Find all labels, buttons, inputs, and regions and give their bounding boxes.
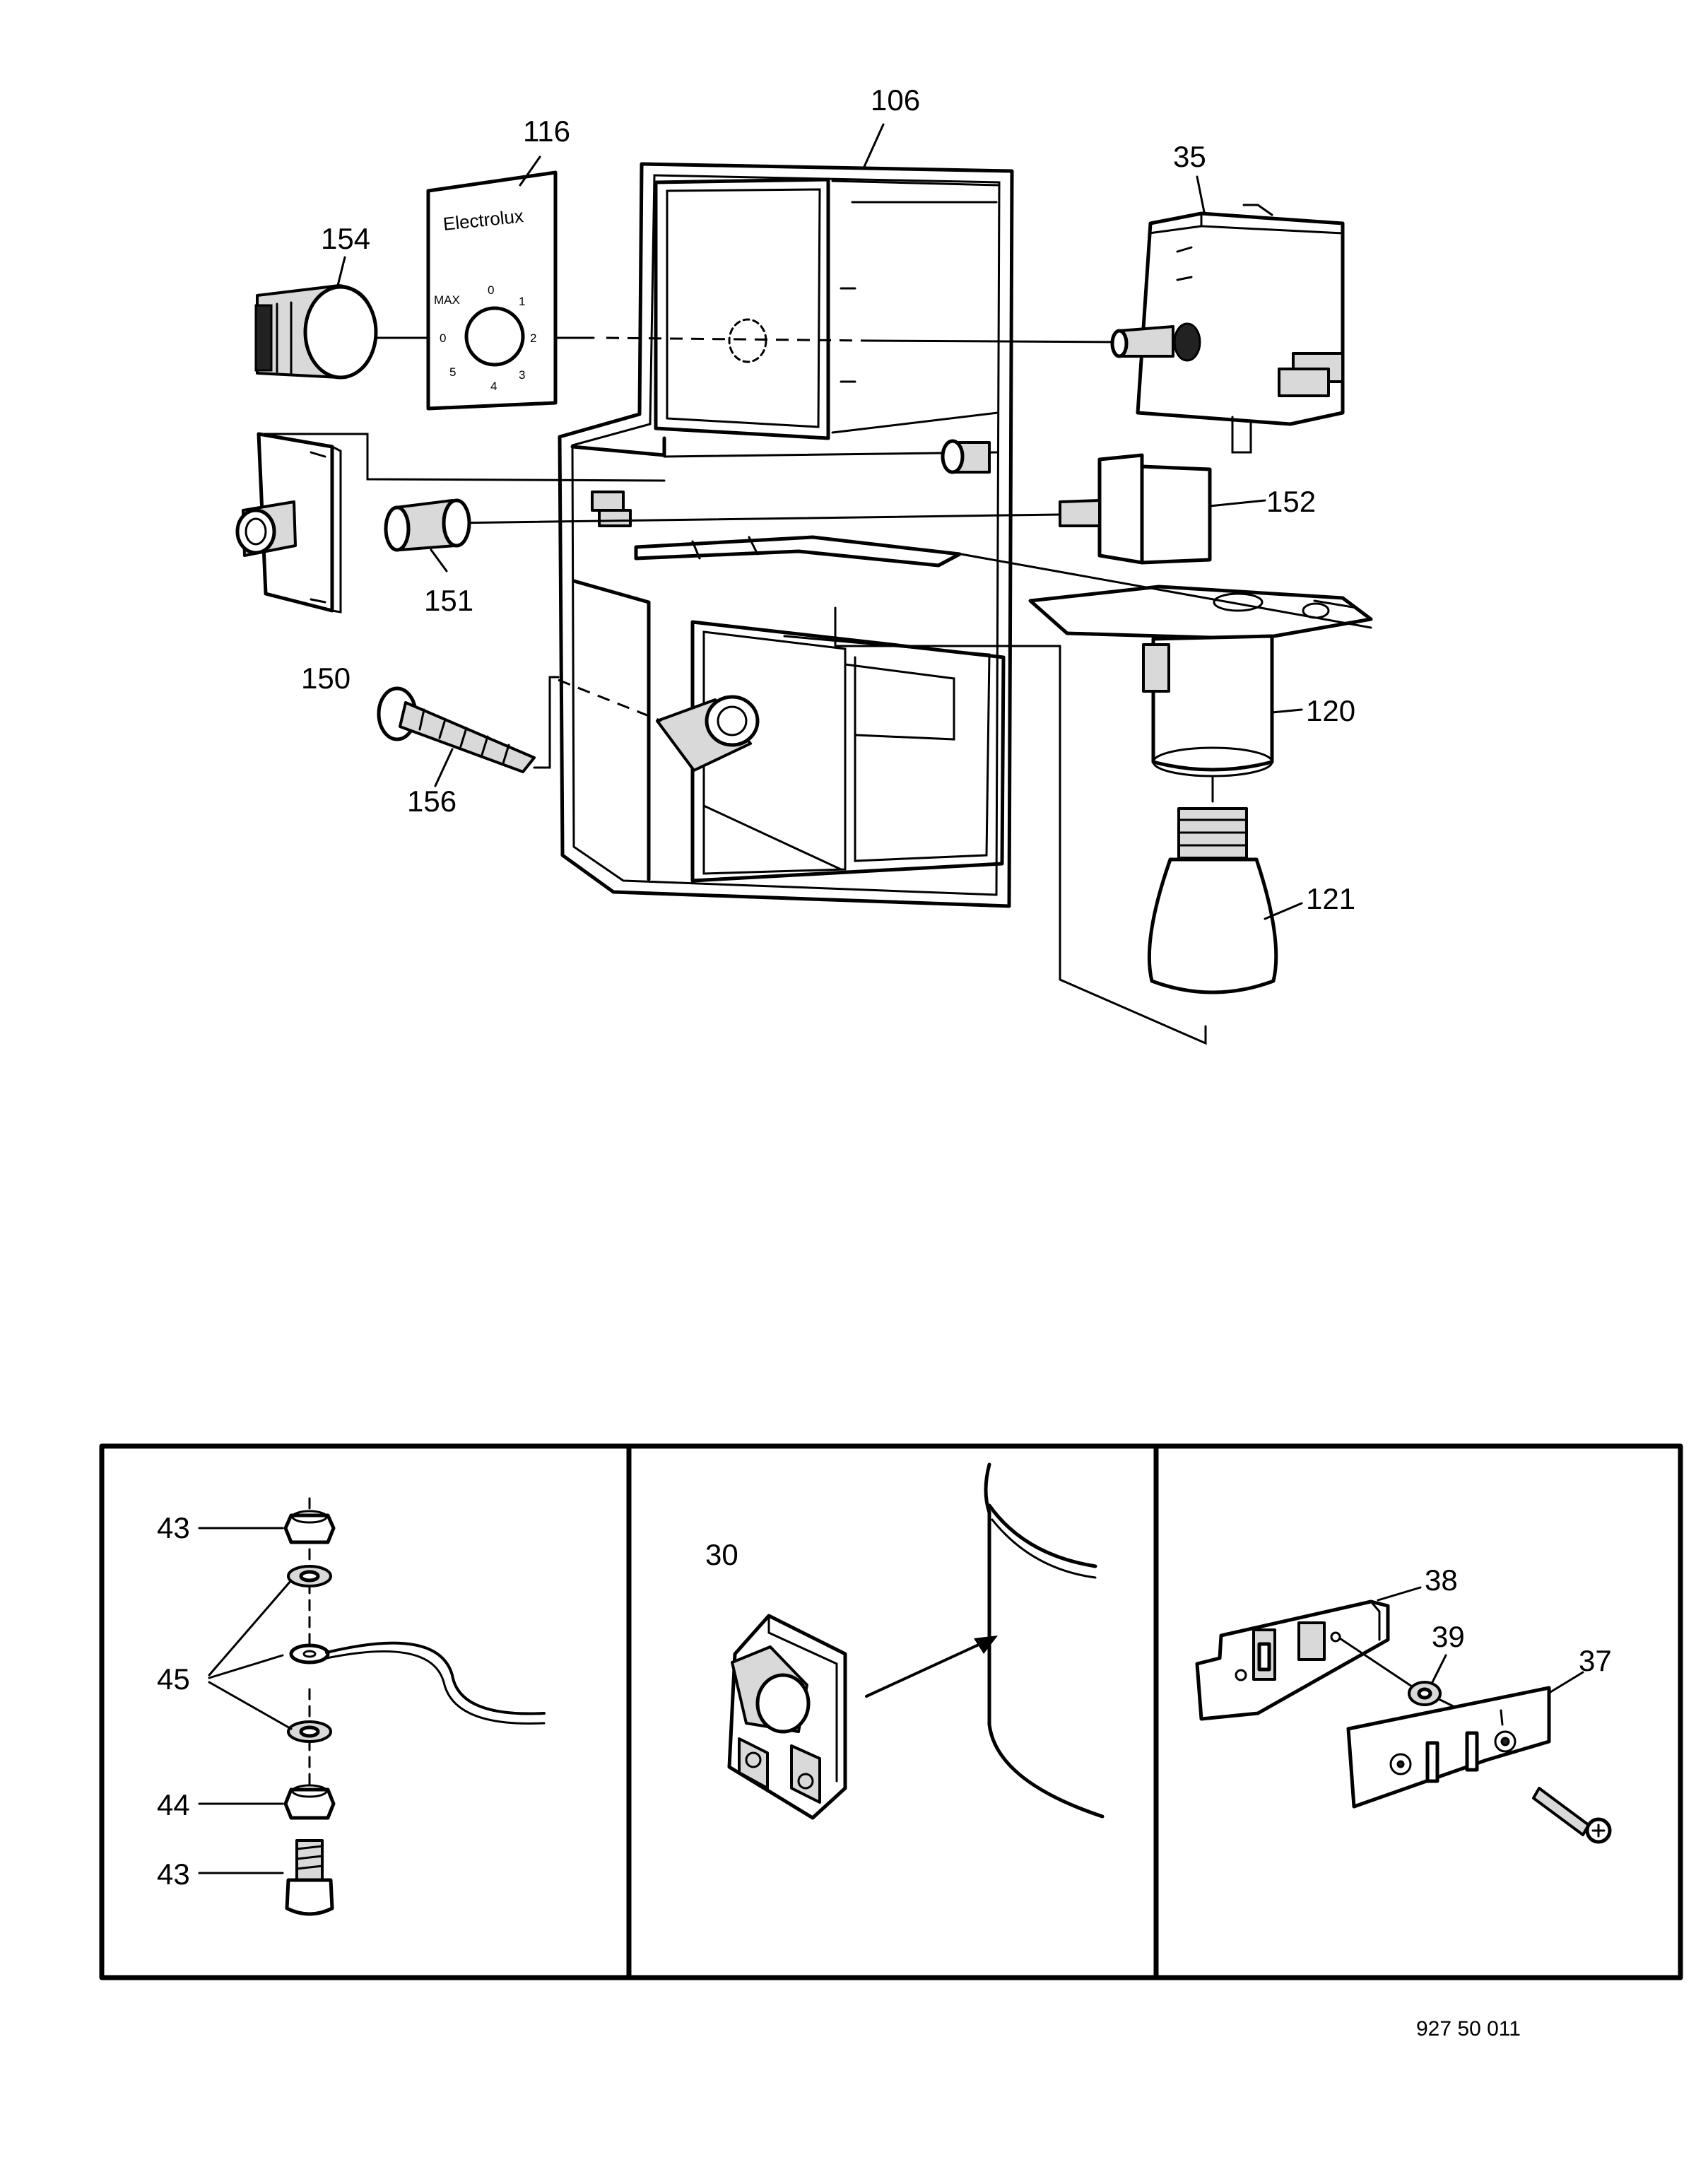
leader-knob-shaft (868, 339, 1125, 344)
leader-152-line (451, 513, 1061, 524)
detail-panels (99, 1443, 1683, 1980)
lamp-socket-120 (1028, 585, 1373, 777)
part-152 (1059, 453, 1212, 565)
arrow-head (974, 1636, 998, 1654)
bushing-151 (384, 498, 471, 552)
label-30: 30 (705, 1538, 738, 1571)
label-43a: 43 (157, 1511, 190, 1544)
thermostat-35 (1110, 204, 1345, 454)
terminal-board-38 (1195, 1599, 1390, 1721)
label-37: 37 (1579, 1644, 1612, 1677)
dial-two: 2 (530, 331, 536, 345)
label-156: 156 (407, 785, 457, 818)
shaft-hole (728, 318, 767, 363)
leader-38-to-washer (1338, 1637, 1413, 1688)
bracket-150 (235, 432, 342, 613)
label-106: 106 (871, 83, 920, 117)
label-39: 39 (1432, 1620, 1465, 1653)
cover-plate-37 (1346, 1686, 1551, 1809)
compressor-body (984, 1462, 1105, 1819)
label-154: 154 (321, 222, 370, 255)
relay-30 (727, 1614, 847, 1820)
label-44: 44 (157, 1788, 190, 1821)
leader-39 (1430, 1654, 1447, 1685)
label-38: 38 (1425, 1563, 1458, 1597)
screw-37 (1532, 1787, 1612, 1844)
leader-121 (1264, 902, 1303, 920)
leader-106 (862, 123, 885, 170)
arrow-relay-to-compressor (865, 1638, 991, 1698)
leader-bracket-top (257, 433, 666, 482)
label-35: 35 (1173, 140, 1206, 173)
dial-three: 3 (519, 368, 525, 382)
dial-plate-116: Electrolux MAX 0 1 2 3 4 5 0 (426, 170, 558, 411)
leader-screw-line (533, 676, 560, 769)
label-150: 150 (301, 662, 351, 695)
label-121: 121 (1306, 882, 1355, 915)
label-43b: 43 (157, 1857, 190, 1891)
leader-116 (519, 155, 541, 187)
drawing-reference: 927 50 011 (1416, 2017, 1521, 2041)
leader-151 (430, 548, 448, 573)
label-45: 45 (157, 1662, 190, 1696)
axis-line-screw (558, 679, 662, 722)
leader-152 (1208, 499, 1266, 507)
washer-39 (1408, 1681, 1442, 1706)
label-151: 151 (424, 584, 473, 617)
label-120: 120 (1306, 694, 1355, 727)
label-152: 152 (1266, 485, 1316, 518)
leader-38 (1377, 1586, 1422, 1602)
dial-five: 5 (449, 365, 456, 379)
dial-off: 0 (440, 331, 446, 345)
housing-106 (558, 162, 1014, 908)
leader-156 (434, 748, 454, 787)
leader-35 (1196, 175, 1206, 213)
label-116: 116 (523, 115, 570, 148)
hardware-stack (283, 1497, 546, 1916)
leader-45 (208, 1579, 293, 1730)
axis-line-knob (606, 336, 870, 342)
dial-four: 4 (490, 380, 497, 393)
dial-zero: 0 (488, 283, 494, 297)
leader-154 (336, 256, 346, 287)
leader-lamp-frame (834, 606, 1207, 1045)
dial-max: MAX (434, 293, 460, 307)
screw-156 (377, 686, 536, 773)
leader-37 (1549, 1671, 1584, 1693)
knob-154 (254, 284, 378, 380)
dial-one: 1 (519, 295, 525, 308)
leader-120 (1271, 708, 1303, 714)
lamp-121 (1147, 776, 1278, 994)
leader-bracket-to-socket (960, 553, 1372, 629)
